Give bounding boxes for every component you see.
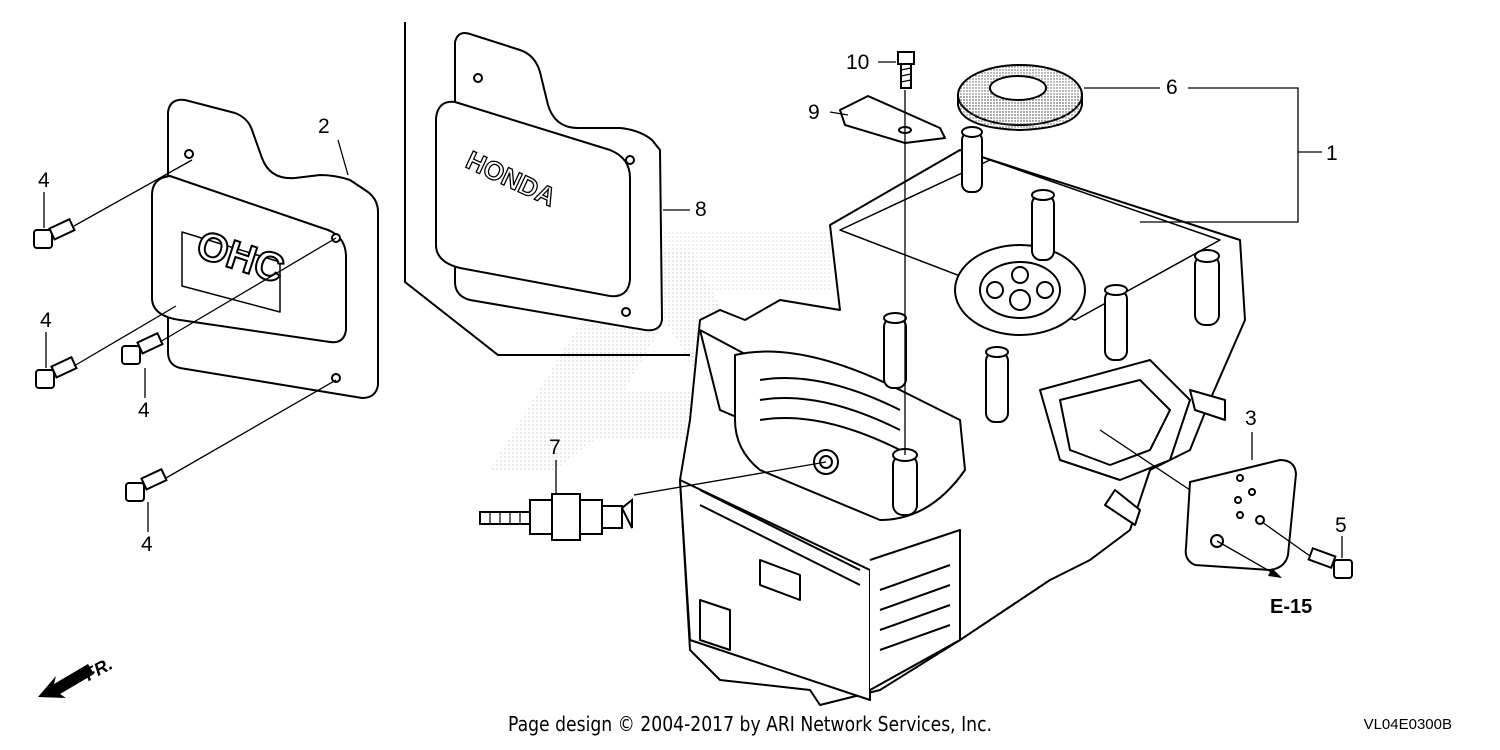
spark-plug bbox=[479, 493, 633, 541]
bracket-plate bbox=[839, 95, 946, 144]
head-cover-honda bbox=[435, 32, 663, 332]
callout-6: 6 bbox=[1166, 76, 1178, 99]
diagram-code: VL04E0300B bbox=[1363, 716, 1452, 733]
callout-7: 7 bbox=[549, 436, 561, 459]
group-bracket bbox=[404, 22, 690, 356]
callout-9: 9 bbox=[808, 101, 820, 124]
callout-4-low: 4 bbox=[138, 399, 150, 422]
callout-8: 8 bbox=[695, 198, 707, 221]
bolt-10 bbox=[897, 51, 915, 89]
gasket bbox=[1184, 458, 1298, 572]
callout-1: 1 bbox=[1326, 142, 1338, 165]
front-arrow-icon bbox=[38, 664, 94, 698]
front-marker-label: FR. bbox=[81, 654, 116, 685]
callout-4-top: 4 bbox=[38, 169, 50, 192]
head-cover-ohc bbox=[151, 98, 379, 399]
bolt-4-b bbox=[35, 355, 78, 389]
leader-lines bbox=[43, 61, 1343, 578]
callout-4-bottom: 4 bbox=[141, 533, 153, 556]
engine-block bbox=[679, 126, 1246, 706]
bolt-4-d bbox=[125, 467, 168, 502]
callout-10: 10 bbox=[846, 51, 870, 74]
copyright-footer: Page design © 2004-2017 by ARI Network S… bbox=[508, 712, 992, 736]
bolt-4-c bbox=[121, 331, 164, 365]
oil-seal bbox=[957, 64, 1083, 132]
bolt-5 bbox=[1307, 546, 1353, 579]
callout-4-mid: 4 bbox=[40, 309, 52, 332]
bolt-4-a bbox=[33, 217, 76, 249]
callout-3: 3 bbox=[1245, 407, 1257, 430]
callout-2: 2 bbox=[318, 115, 330, 138]
callout-5: 5 bbox=[1335, 514, 1347, 537]
reference-label[interactable]: E-15 bbox=[1270, 596, 1313, 618]
